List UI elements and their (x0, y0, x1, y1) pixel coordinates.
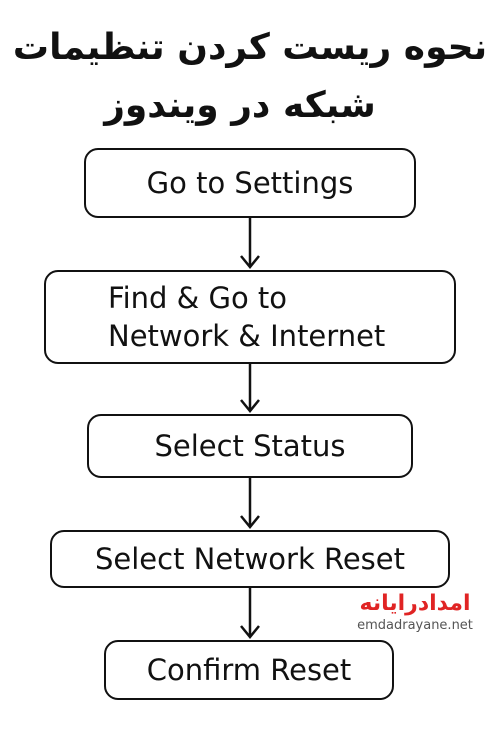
arrow-down-icon (240, 478, 260, 529)
step-box-go-to-settings: Go to Settings (84, 148, 416, 218)
title-line-2: شبکه در ویندوز (104, 85, 376, 126)
watermark-url: emdadrayane.net (357, 618, 473, 633)
arrow-down-icon (240, 218, 260, 269)
step-box-confirm-reset: Confirm Reset (104, 640, 394, 700)
step-label: Go to Settings (146, 166, 354, 200)
step-label: Confirm Reset (146, 653, 352, 687)
step-box-select-status: Select Status (87, 414, 413, 478)
step-box-select-network-reset: Select Network Reset (50, 530, 450, 588)
step-label-line: Find & Go to (108, 281, 288, 315)
watermark-logo: امدادرایانه emdadrayane.net (340, 590, 490, 634)
arrow-down-icon (240, 588, 260, 639)
arrow-down-icon (240, 364, 260, 413)
step-label: Select Status (154, 429, 346, 463)
step-label-group: Find & Go to Network & Internet (108, 279, 385, 355)
title-line-1: نحوه ریست کردن تنظیمات (12, 27, 488, 68)
step-box-network-internet: Find & Go to Network & Internet (44, 270, 456, 364)
step-label-line: Network & Internet (108, 319, 386, 353)
watermark-brand: امدادرایانه (359, 591, 471, 616)
step-label: Select Network Reset (95, 542, 405, 576)
